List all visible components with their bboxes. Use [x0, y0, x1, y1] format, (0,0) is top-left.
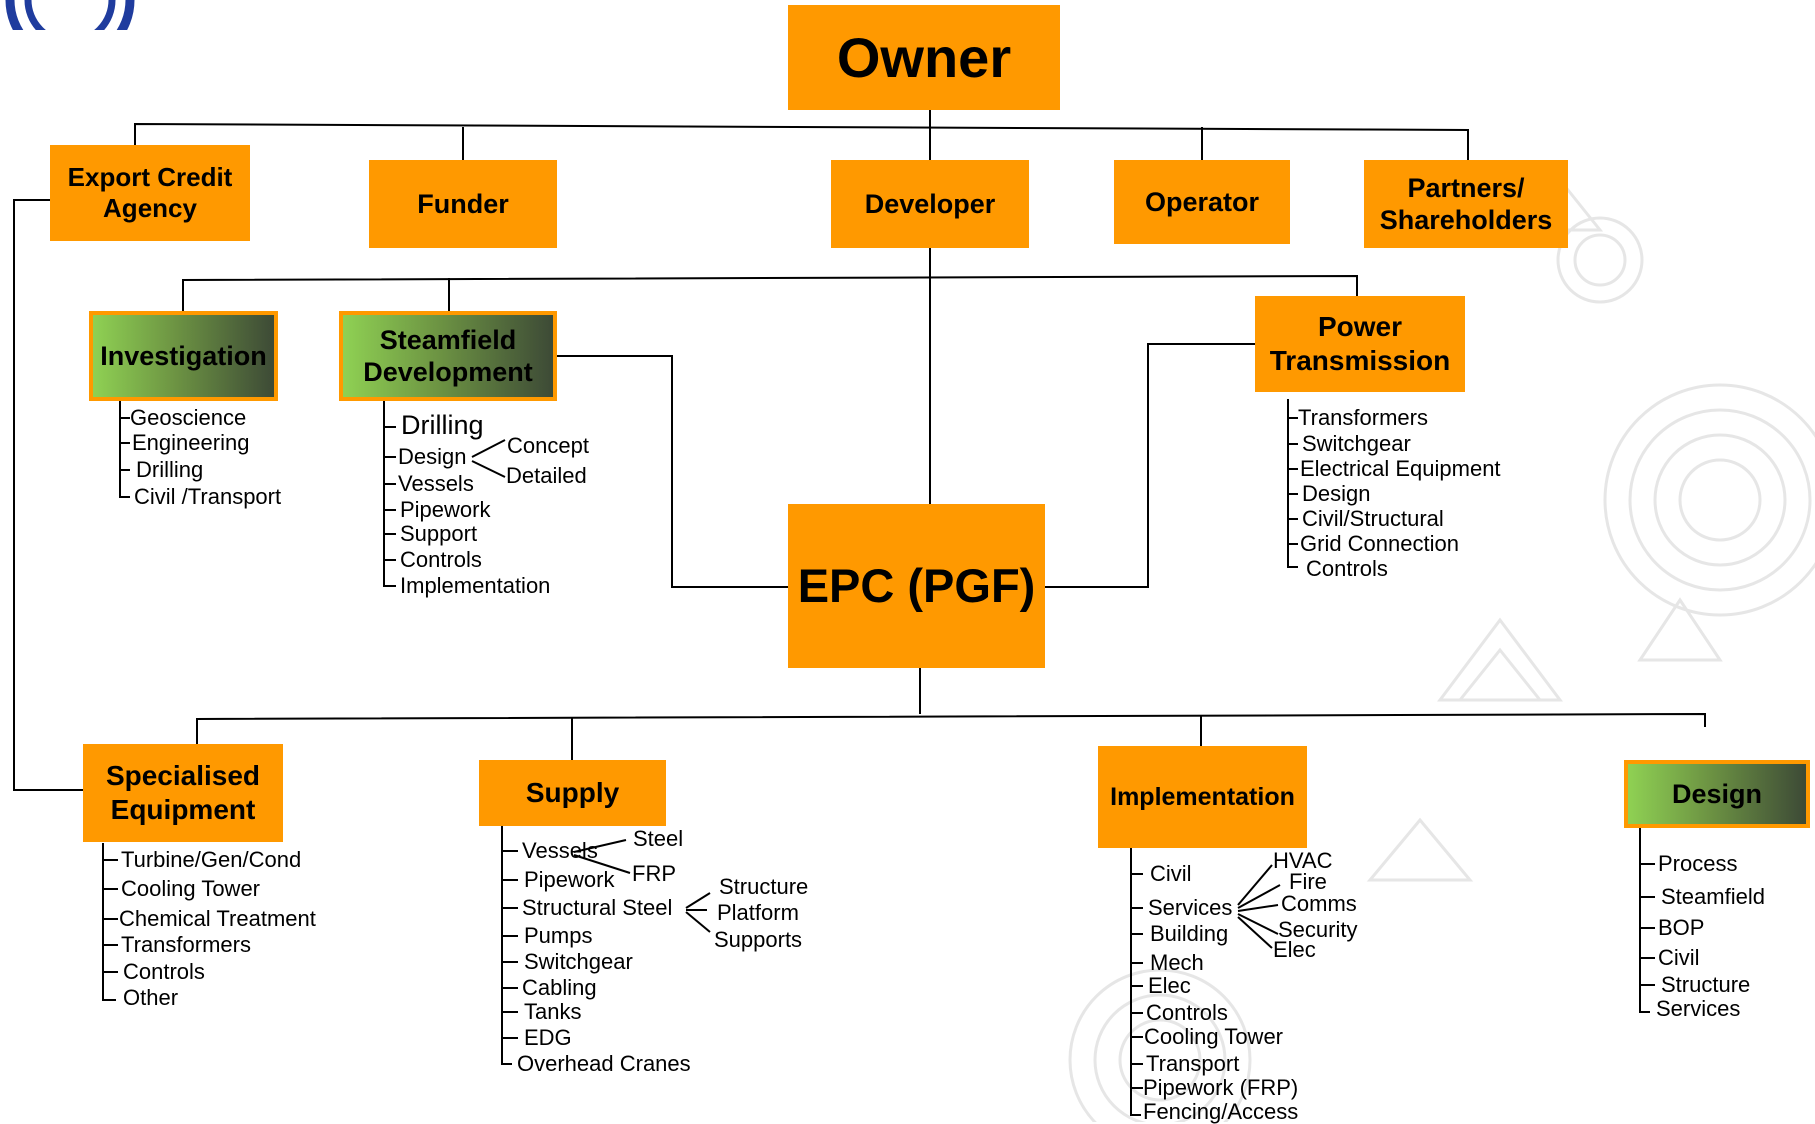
implementation-services-item: Comms: [1281, 891, 1357, 916]
supply-structural-item: Platform: [717, 900, 799, 925]
owner-label: Owner: [836, 25, 1012, 89]
specialised-item: Chemical Treatment: [119, 906, 316, 931]
supply-item: Vessels: [522, 838, 598, 863]
power-item: Electrical Equipment: [1300, 456, 1501, 481]
specialised-item: Turbine/Gen/Cond: [121, 847, 302, 872]
supply-item: Structural Steel: [522, 895, 673, 920]
design-item: Steamfield: [1661, 884, 1765, 909]
implementation-item: Transport: [1146, 1051, 1240, 1076]
steamfield-design-item: Concept: [507, 433, 589, 458]
funder-label: Funder: [417, 188, 509, 219]
power-item: Transformers: [1298, 405, 1428, 430]
implementation-item: Civil: [1150, 861, 1192, 886]
investigation-box: Investigation: [89, 311, 278, 401]
design-item: Services: [1656, 996, 1741, 1021]
supply-label: Supply: [525, 777, 620, 809]
implementation-item: Controls: [1146, 1000, 1228, 1025]
supply-vessels-item: Steel: [633, 826, 684, 851]
implementation-box: Implementation: [1098, 746, 1307, 848]
export-credit-box: Export Credit Agency: [50, 145, 250, 241]
epc-box: EPC (PGF): [788, 504, 1045, 668]
implementation-item: Mech: [1150, 950, 1204, 975]
design-item: BOP: [1658, 915, 1705, 940]
power-item: Controls: [1306, 556, 1388, 581]
supply-structural-item: Supports: [714, 927, 803, 952]
design-item: Civil: [1658, 945, 1700, 970]
implementation-item: Elec: [1148, 973, 1191, 998]
investigation-item: Engineering: [132, 430, 250, 455]
implementation-item: Pipework (FRP): [1143, 1075, 1299, 1100]
steamfield-item: Drilling: [401, 410, 484, 440]
implementation-services-item: Elec: [1273, 937, 1316, 962]
specialised-item: Transformers: [121, 932, 251, 957]
design-label: Design: [1671, 778, 1763, 809]
supply-item: EDG: [524, 1025, 572, 1050]
supply-item: Pumps: [524, 923, 593, 948]
steamfield-item: Vessels: [398, 471, 474, 496]
supply-box: Supply: [479, 760, 666, 826]
partners-label: Partners/ Shareholders: [1379, 172, 1553, 235]
steamfield-box: Steamfield Development: [339, 311, 557, 401]
implementation-services-item: Security: [1278, 917, 1358, 942]
steamfield-item: Pipework: [400, 497, 491, 522]
implementation-label: Implementation: [1110, 783, 1295, 811]
power-item: Switchgear: [1302, 431, 1411, 456]
steamfield-item: Design: [398, 444, 467, 469]
operator-label: Operator: [1144, 186, 1260, 217]
investigation-item: Civil /Transport: [134, 484, 282, 509]
supply-item: Overhead Cranes: [517, 1051, 691, 1076]
steamfield-item: Controls: [400, 547, 482, 572]
implementation-item: Services: [1148, 895, 1233, 920]
owner-box: Owner: [788, 5, 1060, 110]
power-transmission-label: Power Transmission: [1269, 311, 1451, 376]
design-item: Structure: [1661, 972, 1751, 997]
steamfield-item: Implementation: [400, 573, 551, 598]
specialised-item: Other: [123, 985, 179, 1010]
steamfield-item: Support: [400, 521, 478, 546]
epc-label: EPC (PGF): [797, 558, 1036, 612]
export-credit-label: Export Credit Agency: [67, 161, 233, 223]
investigation-item: Geoscience: [130, 405, 247, 430]
supply-item: Pipework: [524, 867, 615, 892]
implementation-item: Building: [1150, 921, 1229, 946]
implementation-item: Cooling Tower: [1144, 1024, 1284, 1049]
supply-item: Switchgear: [524, 949, 633, 974]
partners-box: Partners/ Shareholders: [1364, 160, 1568, 248]
supply-vessels-item: FRP: [632, 861, 676, 886]
operator-box: Operator: [1114, 160, 1290, 244]
design-item: Process: [1658, 851, 1738, 876]
supply-item: Tanks: [524, 999, 582, 1024]
implementation-services-item: Fire: [1289, 869, 1327, 894]
developer-label: Developer: [864, 188, 996, 219]
funder-box: Funder: [369, 160, 557, 248]
supply-item: Cabling: [522, 975, 597, 1000]
steamfield-label: Steamfield Development: [363, 324, 533, 387]
investigation-item: Drilling: [136, 457, 204, 482]
implementation-item: Fencing/Access: [1143, 1099, 1299, 1124]
steamfield-design-item: Detailed: [506, 463, 587, 488]
developer-box: Developer: [831, 160, 1029, 248]
specialised-equipment-box: Specialised Equipment: [83, 744, 283, 842]
power-transmission-box: Power Transmission: [1255, 296, 1465, 392]
investigation-label: Investigation: [100, 340, 267, 371]
implementation-services-item: HVAC: [1273, 848, 1333, 873]
design-box: Design: [1624, 760, 1810, 828]
power-item: Design: [1302, 481, 1371, 506]
power-item: Civil/Structural: [1302, 506, 1444, 531]
supply-structural-item: Structure: [719, 874, 809, 899]
specialised-equipment-label: Specialised Equipment: [105, 760, 261, 825]
specialised-item: Controls: [123, 959, 205, 984]
specialised-item: Cooling Tower: [121, 876, 261, 901]
power-item: Grid Connection: [1300, 531, 1459, 556]
